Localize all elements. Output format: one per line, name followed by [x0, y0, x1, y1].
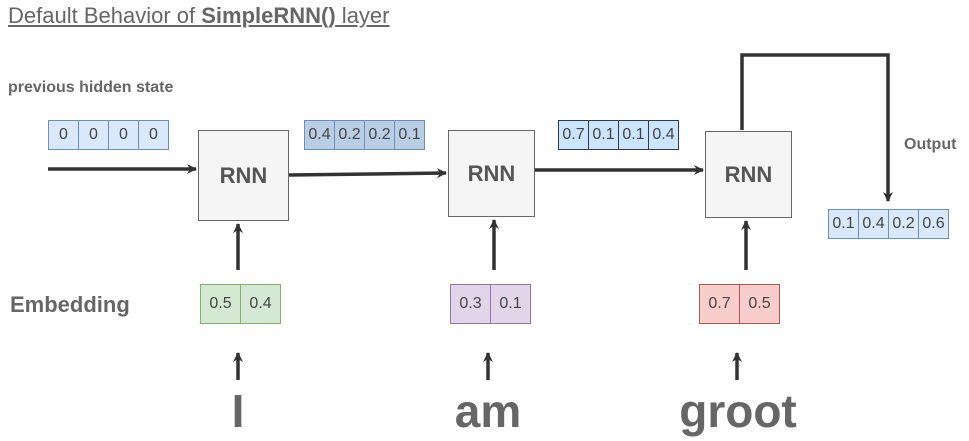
vector-cell: 0.2: [334, 120, 365, 150]
title-suffix: layer: [335, 3, 390, 28]
vector-cell: 0.4: [648, 120, 679, 150]
vector-cell: 0.3: [450, 284, 491, 324]
vector-cell: 0: [138, 120, 169, 150]
vector-cell: 0: [78, 120, 109, 150]
output-label: Output: [904, 136, 957, 153]
word-i: I: [231, 385, 245, 437]
rnn-cell-1: RNN: [198, 130, 289, 221]
embedding-label: Embedding: [10, 292, 130, 317]
title-prefix: Default Behavior of: [8, 3, 202, 28]
vector-cell: 0.4: [858, 209, 889, 239]
vector-cell: 0.4: [240, 284, 281, 324]
vector-cell: 0.1: [588, 120, 619, 150]
word-am: am: [454, 385, 522, 437]
arrow-rnn3-to-output: [740, 53, 893, 202]
vector-cell: 0.7: [699, 284, 740, 324]
vector-cell: 0.5: [739, 284, 780, 324]
vector-cell: 0: [48, 120, 79, 150]
vector-cell: 0: [108, 120, 139, 150]
rnn-cell-2: RNN: [448, 130, 535, 217]
vector-cell: 0.1: [618, 120, 649, 150]
vector-cell: 0.7: [558, 120, 589, 150]
vector-cell: 0.2: [364, 120, 395, 150]
arrow-rnn1-to-rnn2: [288, 168, 447, 179]
vector-cell: 0.4: [304, 120, 335, 150]
rnn-cell-3: RNN: [705, 131, 792, 218]
vector-cell: 0.1: [394, 120, 425, 150]
word-groot: groot: [679, 385, 797, 437]
vector-cell: 0.1: [828, 209, 859, 239]
title-bold: SimpleRNN(): [201, 3, 336, 28]
vector-cell: 0.2: [888, 209, 919, 239]
vector-cell: 0.1: [490, 284, 531, 324]
diagram-title: Default Behavior of SimpleRNN() layer: [8, 3, 389, 29]
vector-cell: 0.5: [200, 284, 241, 324]
vector-cell: 0.6: [918, 209, 949, 239]
previous-hidden-state-label: previous hidden state: [8, 79, 174, 96]
